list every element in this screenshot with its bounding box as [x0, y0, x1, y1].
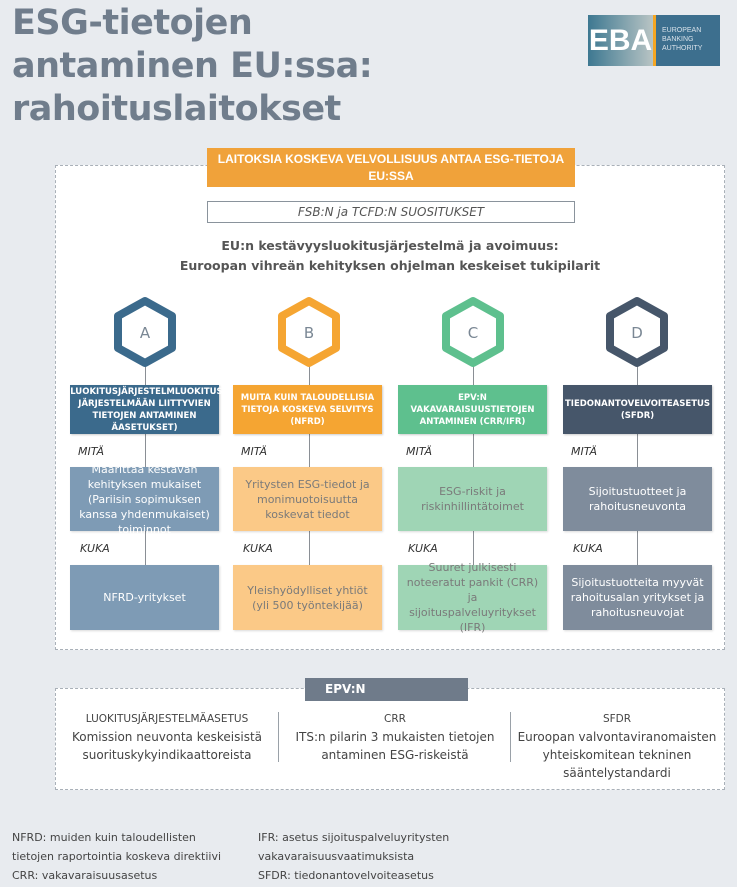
pillar-header: EPV:N VAKAVARAISUUSTIETOJEN ANTAMINEN (C… — [398, 385, 547, 434]
footnote: CRR: vakavaraisuusasetus — [12, 869, 158, 882]
who-box: Yleishyödylliset yhtiöt (yli 500 työntek… — [233, 565, 382, 630]
divider — [278, 712, 279, 762]
logo-text: EUROPEAN — [662, 27, 702, 34]
divider — [510, 712, 511, 762]
title-line: ESG-tietojen — [12, 3, 253, 43]
who-box: Suuret julkisesti noteeratut pankit (CRR… — [398, 561, 547, 634]
footnote: IFR: asetus sijoituspalveluyritysten — [258, 831, 450, 844]
hexagon-letter: A — [140, 324, 151, 342]
footnotes-right: IFR: asetus sijoituspalveluyritysten vaka… — [258, 828, 449, 885]
who-label: KUKA — [243, 542, 273, 555]
recommendations-box: FSB:N ja TCFD:N SUOSITUKSET — [207, 201, 575, 223]
what-box: Määrittää kestävän kehityksen mukaiset (… — [70, 463, 219, 536]
obligation-header: LAITOKSIA KOSKEVA VELVOLLISUUS ANTAA ESG… — [207, 148, 575, 187]
hexagon-letter: D — [631, 324, 643, 342]
title-line: rahoituslaitokset — [12, 89, 341, 129]
logo-text: AUTHORITY — [662, 45, 703, 52]
epv-item: CRR ITS:n pilarin 3 mukaisten tietojen an… — [290, 710, 500, 764]
pillars-text: EU:n kestävyysluokitusjärjestelmä ja avo… — [100, 236, 680, 276]
footnotes-left: NFRD: muiden kuin taloudellisten tietojen… — [12, 828, 221, 885]
pillar-header: TIEDONANTOVELVOITEASETUS (SFDR) — [563, 385, 712, 434]
footnote: vakavaraisuusvaatimuksista — [258, 850, 415, 863]
pillar-header: MUITA KUIN TALOUDELLISIA TIETOJA KOSKEVA… — [233, 385, 382, 434]
epv-item: LUOKITUSJÄRJESTELMÄASETUS Komission neuvo… — [62, 710, 272, 764]
what-label: MITÄ — [571, 445, 597, 458]
pillars-line: EU:n kestävyysluokitusjärjestelmä ja avo… — [221, 238, 559, 253]
pillar-header: (LUOKITUSJÄRJESTELMLUOKITUS JÄRJESTELMÄÄ… — [66, 385, 223, 434]
who-label: KUKA — [80, 542, 110, 555]
epv-item-head: SFDR — [602, 713, 632, 725]
who-label: KUKA — [573, 542, 603, 555]
hexagon-letter: B — [304, 324, 314, 342]
epv-item-text: Komission neuvonta keskeisistä suoritusk… — [71, 730, 263, 762]
hexagon-a-icon: A — [114, 297, 176, 367]
hexagon-c-icon: C — [442, 297, 504, 367]
pillars-line: Euroopan vihreän kehityksen ohjelman kes… — [179, 258, 601, 273]
what-box: Sijoitustuotteet ja rahoitusneuvonta — [563, 467, 712, 531]
footnote: SFDR: tiedonantovelvoiteasetus — [258, 869, 434, 882]
epv-item-head: LUOKITUSJÄRJESTELMÄASETUS — [85, 713, 249, 725]
footnote: tietojen raportointia koskeva direktiivi — [12, 850, 222, 863]
logo-text: BANKING — [662, 36, 694, 43]
logo-abbr: EBA — [588, 15, 656, 66]
eba-logo: EBA EUROPEAN BANKING AUTHORITY — [588, 15, 720, 66]
what-label: MITÄ — [78, 445, 104, 458]
epv-label: EPV:N — [305, 678, 468, 701]
what-box: ESG-riskit ja riskinhillintätoimet — [398, 467, 547, 531]
title-line: antaminen EU:ssa: — [12, 46, 373, 86]
epv-item-text: Euroopan valvontaviranomaisten yhteiskom… — [517, 730, 717, 780]
epv-item-head: CRR — [384, 713, 406, 725]
epv-item-text: ITS:n pilarin 3 mukaisten tietojen antam… — [295, 730, 495, 762]
who-box: Sijoitustuotteita myyvät rahoitusalan yr… — [563, 565, 712, 630]
epv-panel — [55, 688, 725, 790]
who-label: KUKA — [408, 542, 438, 555]
page-title: ESG-tietojen antaminen EU:ssa: rahoitusl… — [12, 2, 373, 131]
hexagon-d-icon: D — [606, 297, 668, 367]
what-box: Yritysten ESG-tiedot ja monimuotoisuutta… — [233, 467, 382, 531]
what-label: MITÄ — [241, 445, 267, 458]
footnote: NFRD: muiden kuin taloudellisten — [12, 831, 196, 844]
hexagon-letter: C — [468, 324, 478, 342]
what-label: MITÄ — [406, 445, 432, 458]
epv-item: SFDR Euroopan valvontaviranomaisten yhtei… — [512, 710, 722, 782]
hexagon-b-icon: B — [278, 297, 340, 367]
who-box: NFRD-yritykset — [70, 565, 219, 630]
